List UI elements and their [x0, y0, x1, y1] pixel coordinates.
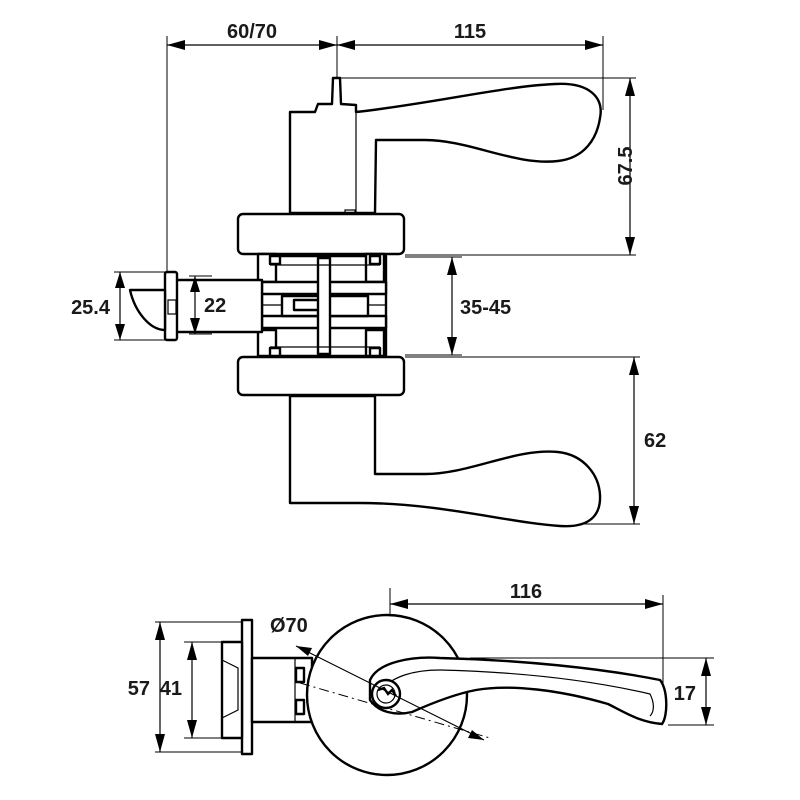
lower-lever — [288, 394, 602, 528]
lever-reach-label: 116 — [510, 581, 542, 603]
dim-lever-height: 67.5 — [615, 78, 637, 255]
lever-height-label: 67.5 — [615, 147, 637, 186]
top-view: 60/70 115 67.5 25.4 22 — [71, 21, 666, 528]
latch-bolt-label: 22 — [204, 295, 226, 317]
rose-diameter-label: Ø70 — [270, 615, 308, 637]
lower-rose — [236, 355, 406, 397]
dim-backset: 60/70 — [167, 21, 337, 50]
lever-grip-label: 17 — [674, 683, 696, 705]
faceplate-inner-label: 41 — [160, 678, 182, 700]
dim-door-thickness: 35-45 — [447, 257, 511, 355]
latch-bolt — [128, 270, 264, 342]
side-view: 57 41 116 Ø70 17 — [128, 581, 714, 777]
lever-length-label: 115 — [454, 21, 486, 43]
dim-faceplate-inner: 41 — [160, 642, 197, 738]
latch-mechanism — [256, 252, 388, 358]
backset-label: 60/70 — [227, 21, 277, 43]
dim-lever-length: 115 — [337, 21, 603, 50]
latch-faceplate — [220, 618, 314, 756]
faceplate-height-label: 57 — [128, 678, 150, 700]
dim-lever-reach: 116 — [390, 581, 663, 609]
key-cylinder — [370, 678, 402, 710]
upper-rose — [236, 212, 406, 256]
dim-rose-to-lever: 62 — [629, 357, 666, 524]
door-thickness-label: 35-45 — [460, 297, 511, 319]
latch-face-label: 25.4 — [71, 297, 111, 319]
dim-latch-bolt: 22 — [190, 276, 226, 334]
dim-rose-diameter: Ø70 — [270, 615, 485, 741]
dim-faceplate-height: 57 — [128, 622, 165, 752]
rose-to-lever-label: 62 — [644, 430, 666, 452]
upper-lever — [288, 76, 602, 215]
side-lever — [368, 656, 668, 726]
dim-latch-face: 25.4 — [71, 272, 125, 340]
dim-lever-grip: 17 — [674, 658, 711, 725]
